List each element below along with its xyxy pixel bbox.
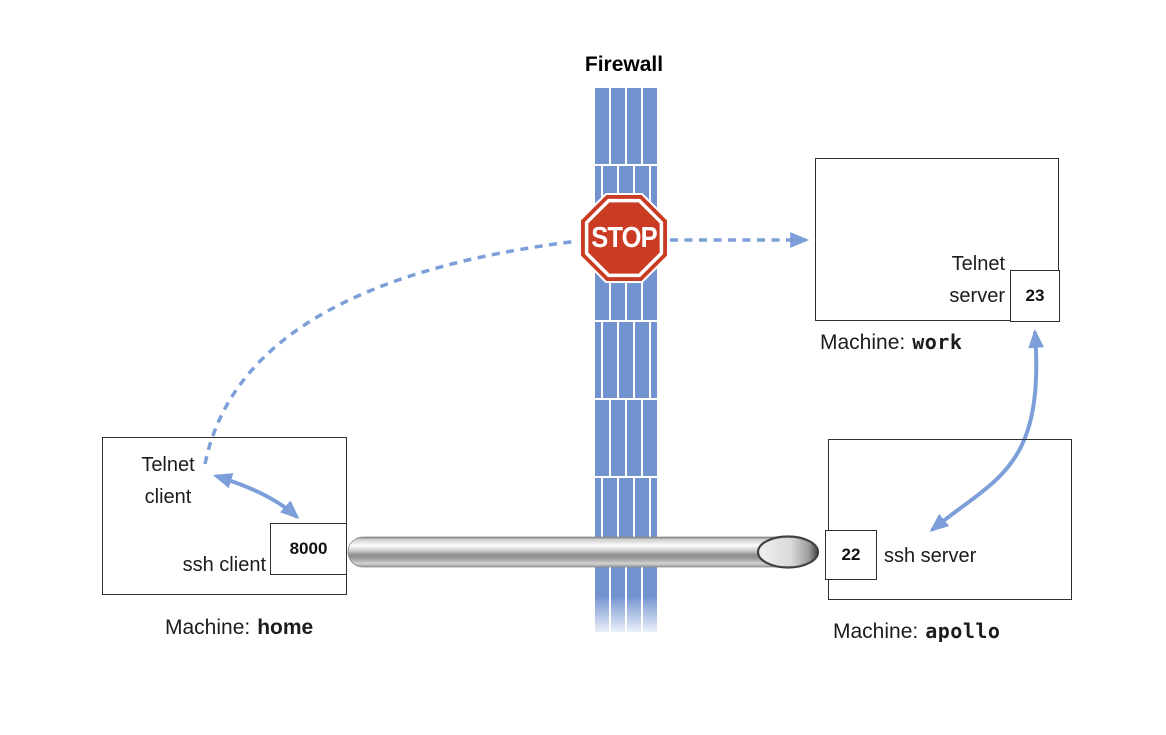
port-box-22: 22 (825, 530, 877, 580)
ssh-server-to-telnet-server-arrow (929, 328, 1045, 533)
firewall-label: Firewall (584, 53, 664, 76)
machine-box-home (102, 437, 347, 595)
machine-box-work (815, 158, 1059, 321)
machine-box-apollo (828, 439, 1072, 600)
telnet-server-label: Telnet server (949, 253, 1005, 307)
machine-prefix: Machine: (820, 331, 906, 354)
machine-prefix: Machine: (165, 616, 251, 639)
machine-name-apollo: apollo (925, 619, 1001, 643)
stop-sign-label: STOP (591, 222, 657, 254)
machine-caption-apollo: Machine: apollo (833, 619, 1000, 644)
machine-caption-home: Machine: home (165, 616, 313, 640)
blocked-telnet-path (203, 239, 579, 465)
machine-name-home: home (257, 616, 314, 639)
telnet-to-ssh-client-arrow (212, 473, 300, 520)
firewall-wall-fade (592, 596, 660, 634)
pipe-opening (756, 535, 820, 569)
machine-name-work: work (912, 330, 963, 354)
machine-caption-work: Machine: work (820, 330, 962, 355)
stop-sign-icon (579, 193, 669, 283)
ssh-server-label: ssh server (884, 545, 977, 567)
port-box-23: 23 (1010, 270, 1060, 322)
machine-prefix: Machine: (833, 620, 919, 643)
ssh-tunnel-pipe (347, 535, 820, 569)
port-box-8000: 8000 (270, 523, 347, 575)
telnet-client-label: Telnet client (141, 454, 195, 508)
ssh-client-label: ssh client (182, 554, 266, 576)
